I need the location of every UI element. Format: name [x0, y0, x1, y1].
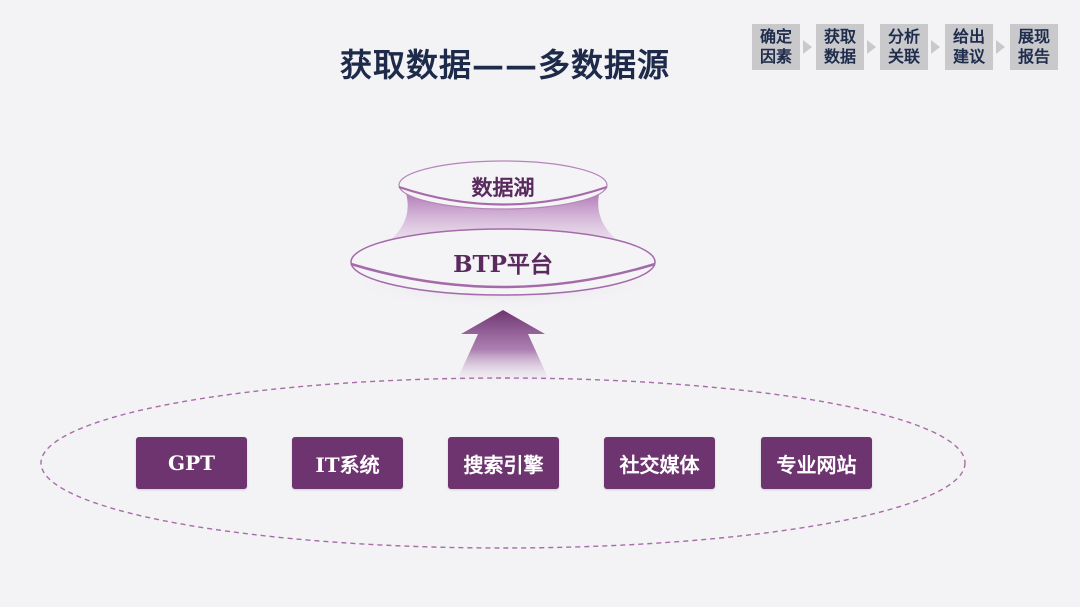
step-line: 确定 — [759, 27, 792, 46]
data-lake-label: 数据湖 — [471, 175, 535, 200]
source-social-media: 社交媒体 — [604, 437, 715, 489]
step-arrow-icon — [867, 40, 876, 54]
step-line: 展现 — [1017, 27, 1050, 46]
source-professional-site: 专业网站 — [761, 437, 872, 489]
lake-ellipse — [398, 160, 608, 210]
source-search-engine: 搜索引擎 — [448, 437, 559, 489]
btp-platform-label: BTP平台 — [453, 251, 553, 278]
sources-boundary — [40, 377, 966, 549]
step-arrow-icon — [996, 40, 1005, 54]
step-line: 关联 — [887, 47, 920, 66]
source-it-system: IT系统 — [292, 437, 403, 489]
step-line: 获取 — [823, 27, 856, 46]
lake-rim — [398, 185, 608, 206]
step-arrow-icon — [931, 40, 940, 54]
step-line: 分析 — [887, 27, 920, 46]
step-line: 因素 — [759, 47, 792, 66]
step-analyze: 分析 关联 — [880, 24, 928, 70]
step-arrow-icon — [803, 40, 812, 54]
step-line: 给出 — [952, 27, 985, 46]
platform-rim — [350, 262, 656, 289]
step-suggest: 给出 建议 — [945, 24, 993, 70]
upward-arrow-icon — [456, 310, 550, 382]
step-get-data: 获取 数据 — [816, 24, 864, 70]
page-title: 获取数据——多数据源 — [339, 46, 670, 84]
source-gpt: GPT — [136, 437, 247, 489]
step-report: 展现 报告 — [1010, 24, 1058, 70]
step-line: 报告 — [1017, 47, 1050, 66]
step-line: 数据 — [823, 47, 856, 66]
step-determine-factors: 确定 因素 — [752, 24, 800, 70]
platform-ellipse — [350, 228, 656, 296]
step-line: 建议 — [952, 47, 985, 66]
